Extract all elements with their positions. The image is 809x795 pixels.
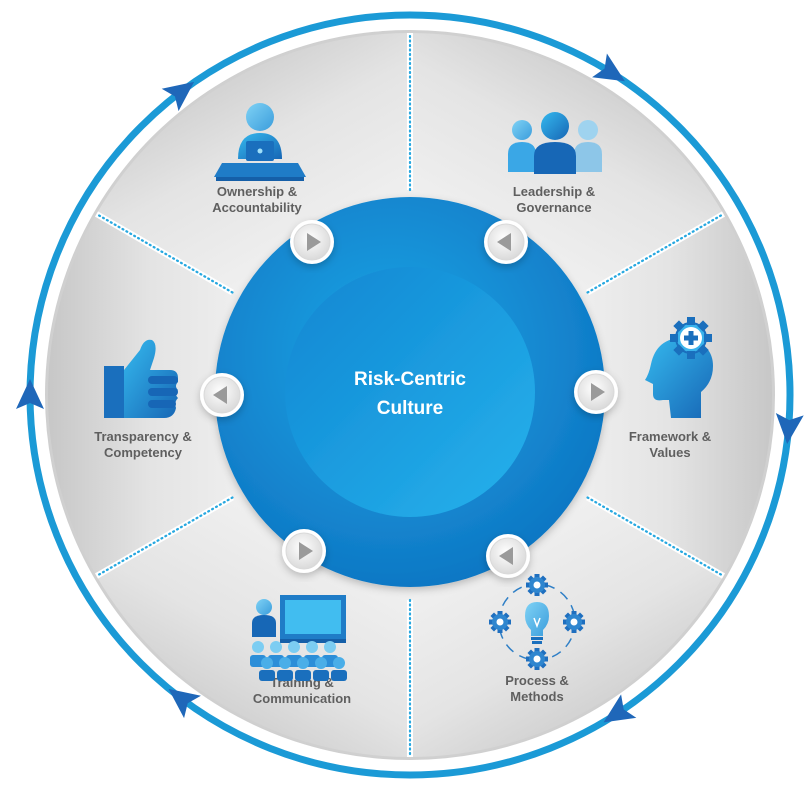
segment-arrow-buttons xyxy=(200,220,618,578)
arrow-button-process[interactable] xyxy=(486,534,530,578)
arrow-button-training[interactable] xyxy=(282,529,326,573)
ring-arrow-icon xyxy=(592,53,625,82)
segment-label-framework-line1: Framework & xyxy=(629,429,711,444)
ring-arrow-icon xyxy=(775,412,804,445)
play-right-icon xyxy=(299,542,313,560)
ring-arrow-icon xyxy=(16,379,44,409)
thumbs-up-icon xyxy=(104,339,178,418)
segment-dividers xyxy=(94,31,726,759)
gear-icon xyxy=(526,648,548,670)
divider-line xyxy=(586,212,725,294)
segment-label-transparency-line1: Transparency & xyxy=(94,429,192,444)
segment-label-transparency-line2: Competency xyxy=(104,445,183,460)
center-hub xyxy=(215,197,605,587)
gear-icon xyxy=(489,611,511,633)
ring-direction-arrows xyxy=(16,53,804,723)
segment-label-leadership-line2: Governance xyxy=(516,200,591,215)
arrow-button-framework[interactable] xyxy=(574,370,618,414)
segment-label-framework-line2: Values xyxy=(649,445,690,460)
divider-line xyxy=(586,496,725,578)
segment-label-leadership-line1: Leadership & xyxy=(513,184,595,199)
classroom-presentation-icon xyxy=(250,595,347,681)
play-right-icon xyxy=(307,233,321,251)
segment-label-ownership-line1: Ownership & xyxy=(217,184,297,199)
ring-arrow-icon xyxy=(161,81,195,112)
segment-icons xyxy=(104,103,713,681)
segment-label-training-line2: Communication xyxy=(253,691,351,706)
lightbulb-gears-cycle-icon xyxy=(489,574,585,670)
segment-labels: Ownership &Accountability Leadership &Gov… xyxy=(94,184,711,706)
gear-icon xyxy=(526,574,548,596)
center-inner-disc xyxy=(285,267,535,517)
center-title-line1: Risk-Centric xyxy=(354,369,466,390)
arrow-button-leadership[interactable] xyxy=(484,220,528,264)
center-title-line2: Culture xyxy=(377,398,444,419)
team-group-icon xyxy=(508,112,602,174)
play-right-icon xyxy=(591,383,605,401)
arrow-button-ownership[interactable] xyxy=(290,220,334,264)
ring-arrow-icon xyxy=(168,688,201,719)
play-left-icon xyxy=(499,547,513,565)
segment-label-process-line2: Methods xyxy=(510,689,563,704)
person-at-desk-icon xyxy=(214,103,306,181)
divider-line xyxy=(95,496,234,578)
play-left-icon xyxy=(213,386,227,404)
play-left-icon xyxy=(497,233,511,251)
divider-line xyxy=(95,212,234,294)
segment-label-process-line1: Process & xyxy=(505,673,569,688)
head-gear-icon xyxy=(645,317,713,418)
segment-label-ownership-line2: Accountability xyxy=(212,200,302,215)
gear-icon xyxy=(563,611,585,633)
ring-arrow-icon xyxy=(603,694,637,723)
arrow-button-transparency[interactable] xyxy=(200,373,244,417)
